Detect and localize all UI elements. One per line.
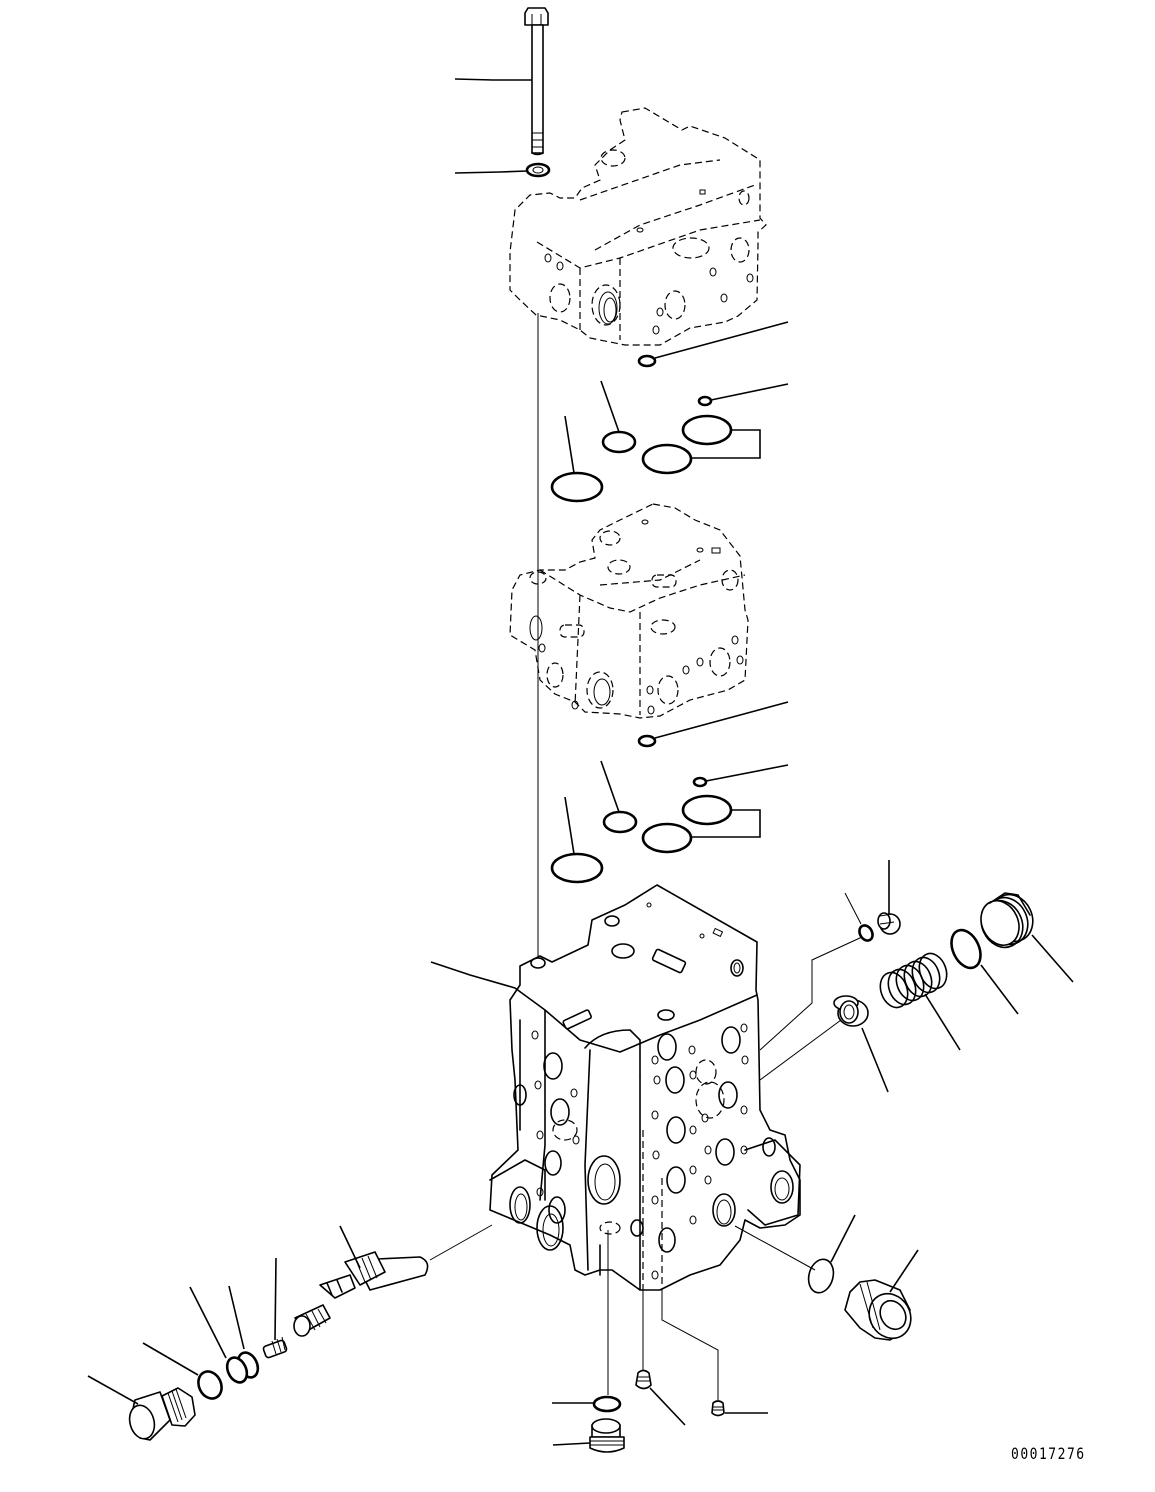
middle-valve-section bbox=[509, 503, 749, 719]
middle-orings bbox=[550, 734, 733, 884]
front-plug bbox=[844, 1279, 912, 1341]
leader-backup-ring bbox=[228, 1285, 245, 1350]
leader-bottom-screw-2-route bbox=[661, 1290, 719, 1400]
leader-upper-oring-large bbox=[564, 415, 575, 474]
bottom-screw-2 bbox=[711, 1400, 725, 1417]
spool bbox=[293, 1251, 429, 1337]
leader-bottom-plug bbox=[552, 1442, 591, 1446]
leader-front-oring-route bbox=[734, 1225, 816, 1271]
right-relief-plug bbox=[980, 892, 1034, 949]
leader-right-spring bbox=[924, 993, 961, 1051]
small-plug-top bbox=[877, 912, 901, 935]
leader-spool-route bbox=[429, 1224, 493, 1261]
upper-valve-section bbox=[509, 107, 767, 346]
diagram-reference-number: 00017276 bbox=[1011, 1445, 1086, 1464]
leader-spool-oring-1 bbox=[142, 1342, 199, 1376]
front-oring bbox=[807, 1258, 835, 1294]
small-oring-top bbox=[858, 924, 874, 942]
washer bbox=[525, 162, 551, 178]
right-oring bbox=[950, 928, 982, 970]
bottom-screw-1 bbox=[635, 1369, 652, 1390]
upper-orings bbox=[550, 354, 733, 503]
leader-upper-oring-pair bbox=[691, 429, 761, 459]
leader-middle-oring-small bbox=[654, 701, 789, 739]
bottom-plug bbox=[589, 1418, 625, 1453]
leader-front-plug bbox=[889, 1249, 919, 1293]
leader-upper-oring-mid bbox=[600, 380, 620, 433]
leader-spool-oring-2 bbox=[189, 1286, 227, 1359]
leader-washer bbox=[454, 170, 528, 174]
leader-middle-oring-mid bbox=[600, 760, 620, 813]
leader-spool bbox=[339, 1225, 361, 1269]
main-valve-body bbox=[489, 884, 801, 1291]
spool-oring-2 bbox=[225, 1356, 249, 1384]
leader-tie-bolt bbox=[454, 78, 532, 81]
spool-oring-1 bbox=[197, 1370, 223, 1400]
tie-bolt bbox=[524, 7, 549, 156]
leader-middle-oring-pair bbox=[691, 809, 761, 838]
leader-right-seat-route bbox=[759, 1019, 842, 1081]
leader-main-body bbox=[430, 961, 516, 989]
leader-small-oring-route bbox=[759, 936, 863, 1051]
leader-spool-cap-plug bbox=[87, 1375, 139, 1405]
bottom-oring bbox=[592, 1395, 622, 1413]
leader-small-oring-top bbox=[844, 892, 862, 925]
leader-right-seat bbox=[861, 1027, 889, 1093]
leader-bottom-screw-1 bbox=[649, 1387, 686, 1426]
leader-upper-oring-small bbox=[654, 321, 789, 359]
right-spring bbox=[879, 952, 948, 1009]
spool-spring bbox=[262, 1336, 288, 1359]
leader-front-oring bbox=[830, 1214, 856, 1263]
leader-spool-spring bbox=[274, 1257, 277, 1341]
leader-right-oring bbox=[980, 964, 1019, 1015]
leader-middle-oring-tiny bbox=[705, 764, 789, 782]
leader-upper-oring-tiny bbox=[710, 383, 789, 401]
right-seat bbox=[833, 995, 869, 1027]
leader-middle-oring-large bbox=[564, 796, 575, 855]
spool-cap-plug bbox=[128, 1387, 196, 1441]
leader-right-relief-plug bbox=[1031, 934, 1074, 983]
